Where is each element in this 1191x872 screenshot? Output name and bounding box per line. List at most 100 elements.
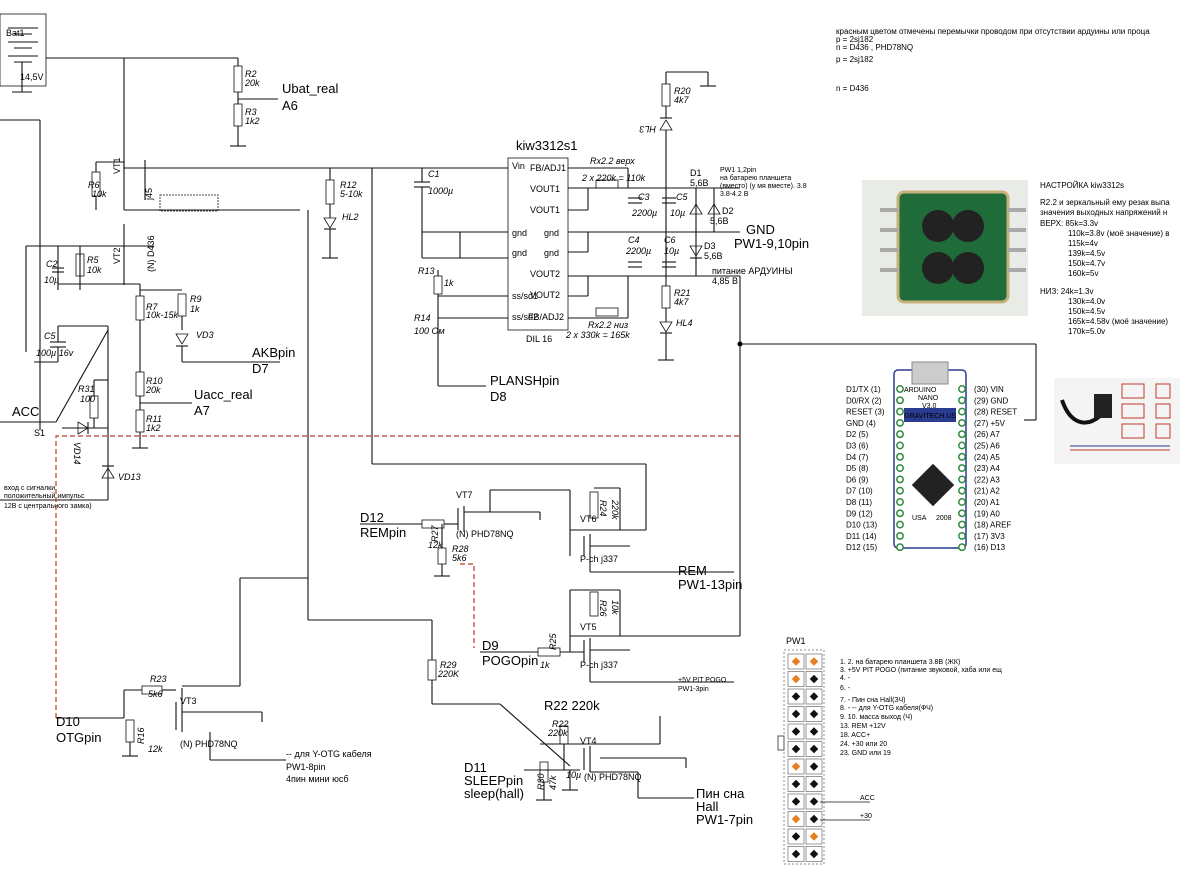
pw1-acc-label: ACC bbox=[860, 795, 875, 802]
nano-right-pad-4 bbox=[958, 418, 966, 427]
c3-value: 2200µ bbox=[631, 208, 657, 218]
chip-pin-vout1-a: VOUT1 bbox=[530, 184, 560, 194]
nano-left-pad-11 bbox=[896, 498, 904, 506]
chip-pin-sssd1: ss/sd1 bbox=[512, 291, 538, 301]
c1-label: C1 bbox=[428, 169, 440, 179]
mini-usb-label: 4пин мини юсб bbox=[286, 774, 349, 784]
pw1-pin-cell bbox=[787, 776, 805, 792]
d2-label: D2 bbox=[722, 206, 734, 216]
vt4-label: VT4 bbox=[580, 736, 597, 746]
nano-right-pad-11 bbox=[958, 498, 966, 506]
pw1-pin-cell bbox=[787, 758, 805, 775]
rem-label: REM bbox=[678, 563, 707, 578]
pw1-13-label: PW1-13pin bbox=[678, 577, 742, 592]
nano-right-pin-11: (20) A1 bbox=[974, 498, 1000, 507]
tuning-line8: 160k=5v bbox=[1068, 269, 1098, 278]
tuning-line6: 139k=4.5v bbox=[1068, 249, 1105, 258]
r11-value: 1k2 bbox=[146, 423, 161, 433]
pw1-pin-mark bbox=[791, 762, 801, 771]
red-jumper-otg bbox=[55, 435, 740, 718]
c3-label: C3 bbox=[638, 192, 650, 202]
sleep-hall-label: sleep(hall) bbox=[464, 786, 524, 801]
nano-right-pad-1 bbox=[958, 385, 966, 393]
hall-line1: Пин сна bbox=[696, 786, 745, 801]
c5-left-value: 100µ 16v bbox=[36, 348, 74, 358]
r10-value: 20k bbox=[145, 385, 161, 395]
red-jumper-pogo bbox=[460, 563, 475, 648]
pw1-pin-cell bbox=[787, 723, 805, 740]
tuning-title: НАСТРОЙКА kiw3312s bbox=[1040, 181, 1124, 190]
nano-board-nano: NANO bbox=[918, 395, 939, 402]
pw1-note-5: 7. - Пин сна Hall(ЗЧ) bbox=[840, 697, 905, 704]
ext-input-line1: вход с сигналки bbox=[4, 485, 55, 492]
pw1-pin-cell bbox=[787, 671, 805, 687]
pw1-pin-mark bbox=[809, 779, 819, 789]
pw1-pin-cell bbox=[805, 828, 823, 845]
nano-right-pin-9: (22) A3 bbox=[974, 475, 1000, 484]
d11-label: D11 bbox=[464, 760, 487, 775]
chip-pin-sssd2: ss/sd2 bbox=[512, 312, 538, 322]
r2-label: R2 bbox=[245, 69, 257, 79]
r28-value: 5k6 bbox=[452, 553, 467, 563]
nano-left-pad-1 bbox=[896, 385, 904, 393]
note-line4: p = 2sj182 bbox=[836, 55, 874, 64]
r20-label: R20 bbox=[674, 86, 691, 96]
vt5-label: VT5 bbox=[580, 622, 597, 632]
nano-left-pin-14: D11 (14) bbox=[846, 532, 877, 541]
tuning-line2: значения выходных напряжений н bbox=[1040, 208, 1167, 217]
j45-label: j45 bbox=[144, 188, 154, 201]
pw1-pin-cell bbox=[787, 828, 805, 845]
chip-pin-gnd-3: gnd bbox=[544, 228, 559, 238]
otg-cable-photo bbox=[1054, 378, 1180, 464]
nano-right-pin-13: (18) AREF bbox=[974, 521, 1011, 530]
nano-board-arduino: ARDUINO bbox=[904, 387, 937, 394]
r30-value: 47k bbox=[548, 775, 558, 790]
c2-label: C2 bbox=[46, 259, 58, 269]
r14-value: 100 Ом bbox=[414, 326, 445, 336]
r20-value: 4k7 bbox=[674, 95, 690, 105]
nano-right-pin-3: (28) RESET bbox=[974, 408, 1017, 417]
pw1-pin-cell bbox=[787, 811, 805, 827]
hl2-label: HL2 bbox=[342, 212, 359, 222]
tuning-line7: 150k=4.7v bbox=[1068, 259, 1105, 268]
pw1-pin-cell bbox=[805, 811, 823, 827]
pw1-pin-mark bbox=[809, 744, 819, 754]
pw1-pin-mark bbox=[809, 674, 819, 684]
pw1-pin-mark bbox=[791, 674, 801, 684]
pw12-line1: PW1 1,2pin bbox=[720, 167, 756, 174]
pw1-pin-cell bbox=[787, 688, 805, 705]
pw1-pin-mark bbox=[809, 762, 819, 771]
r24-label: R24 bbox=[598, 500, 608, 517]
nano-right-pin-12: (19) A0 bbox=[974, 509, 1000, 518]
r9-label: R9 bbox=[190, 294, 202, 304]
vd13-label: VD13 bbox=[118, 472, 141, 482]
nano-board-usa: USA bbox=[912, 515, 927, 522]
r23-value: 5k6 bbox=[148, 689, 163, 699]
pw1-pin-mark bbox=[809, 657, 819, 666]
d7-label: D7 bbox=[252, 361, 269, 376]
nano-left-pin-11: D8 (11) bbox=[846, 498, 872, 507]
r31-label: R31 bbox=[78, 384, 95, 394]
kiw3312s1-chip bbox=[507, 157, 569, 331]
nano-right-pad-7 bbox=[958, 452, 966, 461]
chip-pin-fbadj1: FB/ADJ1 bbox=[530, 163, 566, 173]
nano-left-pin-2: D0/RX (2) bbox=[846, 396, 882, 405]
r9-value: 1k bbox=[190, 304, 200, 314]
pw1-pin-cell bbox=[805, 846, 823, 862]
ubat-real-label: Ubat_real bbox=[282, 81, 338, 96]
r10-label: R10 bbox=[146, 376, 163, 386]
c7-value: 10µ bbox=[566, 770, 581, 780]
note-line5: n = D436 bbox=[836, 84, 869, 93]
battery-ref: Bat1 bbox=[6, 28, 25, 38]
pw1-note-2: 3. +5V PIT POGO (питание звуковой, хаба … bbox=[840, 666, 1002, 674]
arduino-voltage-label: 4,85 В bbox=[712, 276, 738, 286]
r25-label: R25 bbox=[548, 632, 558, 650]
c4-label: C4 bbox=[628, 235, 640, 245]
r28-label: R28 bbox=[452, 544, 469, 554]
pw1-pin-mark bbox=[791, 797, 801, 806]
pw1-pin-cell bbox=[805, 688, 823, 705]
r3-value: 1k2 bbox=[245, 116, 260, 126]
a7-label: A7 bbox=[194, 403, 210, 418]
tuning-line10: 130k=4.0v bbox=[1068, 297, 1105, 306]
nano-right-pad-2 bbox=[958, 396, 966, 405]
